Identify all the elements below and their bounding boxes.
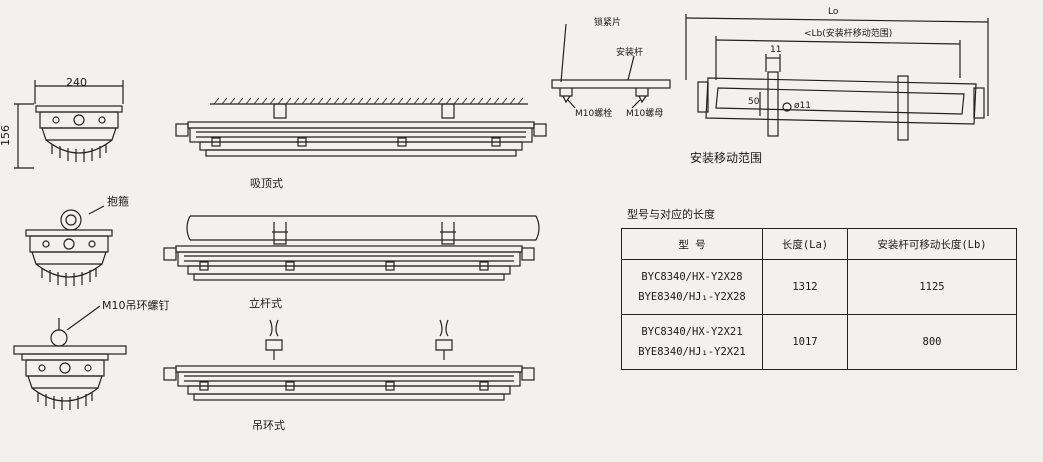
header-length: 长度(La) bbox=[762, 228, 848, 260]
length-cell: 1017 bbox=[762, 314, 848, 370]
header-model: 型 号 bbox=[621, 228, 763, 260]
model-name: BYC8340/HX-Y2X28 bbox=[641, 271, 743, 283]
length-cell: 1312 bbox=[762, 259, 848, 315]
table-title: 型号与对应的长度 bbox=[627, 208, 715, 221]
height-dimension: 156 bbox=[0, 125, 12, 146]
end-view-ceiling bbox=[14, 80, 124, 169]
model-name: BYE8340/HJ₁-Y2X28 bbox=[638, 291, 746, 303]
table-row: BYC8340/HX-Y2X21 BYE8340/HJ₁-Y2X21 1017 … bbox=[621, 314, 1017, 370]
hole-diameter: ø11 bbox=[794, 101, 811, 111]
lock-plate-label: 锁紧片 bbox=[594, 18, 622, 28]
model-length-table: 型 号 长度(La) 安装杆可移动长度(Lb) BYC8340/HX-Y2X28… bbox=[621, 228, 1017, 370]
hanging-mount-caption: 吊环式 bbox=[252, 419, 285, 432]
model-name: BYE8340/HJ₁-Y2X21 bbox=[638, 346, 746, 358]
lamp-ceiling-mount bbox=[175, 97, 547, 157]
table-header-row: 型 号 长度(La) 安装杆可移动长度(Lb) bbox=[621, 228, 1017, 260]
header-move-length: 安装杆可移动长度(Lb) bbox=[847, 228, 1017, 260]
installation-range-drawing bbox=[685, 14, 989, 141]
lamp-hanging-mount bbox=[163, 319, 535, 401]
end-view-hanging bbox=[13, 305, 127, 411]
range-caption: 安装移动范围 bbox=[690, 151, 763, 165]
lamp-pole-mount bbox=[163, 215, 540, 281]
model-name: BYC8340/HX-Y2X21 bbox=[641, 326, 743, 338]
lb-dimension: <Lb(安装杆移动范围) bbox=[804, 29, 893, 39]
lo-dimension: Lo bbox=[828, 7, 839, 17]
mount-rod-label: 安装杆 bbox=[616, 48, 644, 58]
move-length-cell: 1125 bbox=[847, 259, 1017, 315]
dim-11: 11 bbox=[770, 45, 782, 55]
model-cell: BYC8340/HX-Y2X28 BYE8340/HJ₁-Y2X28 bbox=[621, 259, 763, 315]
move-length-cell: 800 bbox=[847, 314, 1017, 370]
pole-mount-caption: 立杆式 bbox=[249, 297, 282, 310]
dim-50: 50 bbox=[748, 97, 760, 107]
bolt-label: M10螺栓 bbox=[575, 109, 613, 119]
width-dimension: 240 bbox=[66, 76, 87, 89]
mount-rod-detail bbox=[551, 23, 671, 109]
ceiling-mount-caption: 吸顶式 bbox=[250, 177, 283, 190]
end-view-pole bbox=[25, 205, 113, 287]
table-row: BYC8340/HX-Y2X28 BYE8340/HJ₁-Y2X28 1312 … bbox=[621, 259, 1017, 315]
hoop-label: 抱箍 bbox=[107, 195, 129, 208]
ring-screw-label: M10吊环螺钉 bbox=[102, 299, 170, 312]
nut-label: M10螺母 bbox=[626, 109, 664, 119]
model-cell: BYC8340/HX-Y2X21 BYE8340/HJ₁-Y2X21 bbox=[621, 314, 763, 370]
